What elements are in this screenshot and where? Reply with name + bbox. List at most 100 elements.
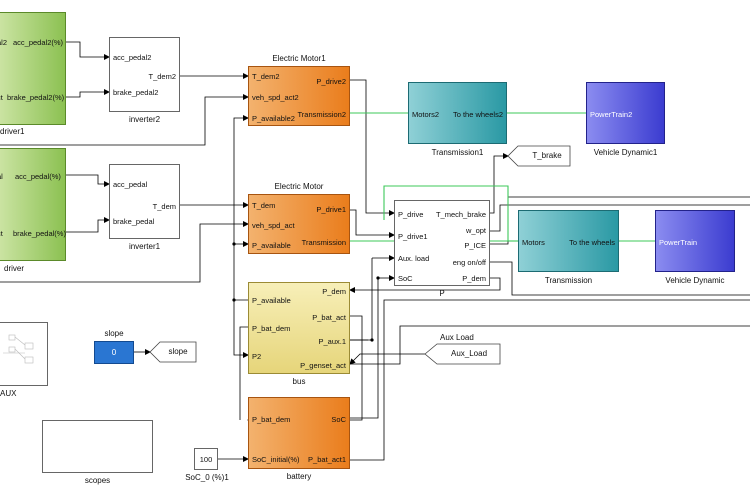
inverter2-block[interactable]: acc_pedal2 brake_pedal2 T_dem2: [109, 37, 180, 112]
port-label: P_drive1: [398, 232, 428, 241]
port-label: P_drive: [398, 210, 424, 219]
wire-p2[interactable]: [233, 300, 249, 358]
wire-veh-spd-act[interactable]: [0, 221, 249, 283]
transmission1-name: Transmission1: [431, 148, 484, 157]
wire-bus-bat[interactable]: [239, 326, 248, 420]
battery-name: battery: [286, 472, 312, 481]
port-label: brake_pedal: [113, 217, 155, 226]
port-label: Aux. load: [398, 254, 430, 263]
wire-aux-bus[interactable]: [350, 258, 373, 341]
port-label: P_ICE: [464, 241, 486, 250]
driver1-name: driver1: [0, 127, 25, 136]
port-label: veh_spd_act2: [252, 93, 299, 102]
port-label: brake_pedal2(%): [7, 93, 65, 102]
port-label: P_available: [252, 296, 291, 305]
transmission-name: Transmission: [544, 276, 593, 285]
port-label: P_genset_act: [300, 361, 346, 370]
port-label: PowerTrain: [659, 238, 698, 247]
port-label: T_dem: [152, 202, 176, 211]
wire-acc-pedal[interactable]: [66, 174, 110, 187]
battery-block[interactable]: P_bat_dem SoC_initial(%) SoC P_bat_act1: [248, 397, 350, 469]
port-label: P_drive1: [316, 205, 346, 214]
port-label: P_bat_act: [312, 313, 346, 322]
electric-motor1-block[interactable]: T_dem2 veh_spd_act2 P_available2 P_drive…: [248, 66, 350, 126]
port-label: w_opt: [465, 226, 486, 235]
soc0-name: SoC_0 (%)1: [185, 473, 229, 482]
controller-p-block[interactable]: P_drive P_drive1 Aux. load SoC T_mech_br…: [394, 200, 490, 286]
wire-p-drive2[interactable]: [350, 79, 395, 216]
port-label: PowerTrain2: [590, 110, 633, 119]
port-label: al2: [0, 38, 8, 47]
port-label: P_available: [252, 241, 291, 250]
port-label: P_aux.1: [318, 337, 346, 346]
driver-name: driver: [4, 264, 25, 273]
port-label: Transmission2: [297, 110, 347, 119]
aux-load-goto-label[interactable]: Aux_Load: [450, 349, 488, 358]
soc0-constant-block[interactable]: 100: [194, 448, 218, 470]
transmission-block[interactable]: Motors To the wheels: [518, 210, 619, 272]
port-label: SoC: [331, 415, 346, 424]
port-label: acc_pedal2(%): [13, 38, 64, 47]
port-label: T_mech_brake: [435, 210, 486, 219]
wire-p-available2[interactable]: [233, 115, 249, 244]
vehicle-dynamic1-name: Vehicle Dynamic1: [593, 148, 658, 157]
port-label: T_dem2: [252, 72, 280, 81]
slope-title: slope: [104, 329, 124, 338]
port-label: acc_pedal(%): [15, 172, 61, 181]
wire-soc-battery[interactable]: [350, 278, 379, 419]
port-label: brake_pedal2: [113, 88, 159, 97]
wire-p-dem[interactable]: [349, 277, 501, 293]
port-label: P_bat_dem: [252, 324, 291, 333]
port-label: To the wheels2: [452, 110, 503, 119]
wire-aux-load-goto[interactable]: [349, 353, 425, 365]
aux-mini-diagram: [3, 334, 34, 364]
aux-load-title: Aux Load: [440, 333, 474, 342]
wire-brake-pedal2[interactable]: [66, 89, 110, 98]
port-label: Transmission: [301, 238, 346, 247]
scopes-name: scopes: [84, 476, 111, 485]
port-label: To the wheels: [569, 238, 615, 247]
wire-p-bat-act1[interactable]: [350, 299, 750, 461]
motor-title: Electric Motor: [274, 182, 324, 191]
port-label: acc_pedal2: [113, 53, 152, 62]
port-label: eng on/off: [452, 258, 486, 267]
wire-p-drive1[interactable]: [350, 209, 395, 238]
slope-goto-label[interactable]: slope: [168, 347, 188, 356]
driver1-block[interactable]: al2 acc_pedal2(%) ct brake_pedal2(%): [0, 12, 66, 125]
driver-block[interactable]: al acc_pedal(%) ct brake_pedal(%): [0, 148, 66, 261]
motor1-title: Electric Motor1: [272, 54, 326, 63]
port-label: ct: [0, 229, 3, 238]
wire-genset[interactable]: [350, 325, 750, 365]
scopes-block[interactable]: [42, 420, 153, 473]
wire-brake-pedal[interactable]: [66, 217, 110, 233]
wire-bus-p-available[interactable]: [233, 244, 248, 301]
aux-block[interactable]: [0, 322, 48, 386]
inverter1-name: inverter1: [128, 242, 161, 251]
vehicle-dynamic-block[interactable]: PowerTrain: [655, 210, 735, 272]
wire-acc-pedal2[interactable]: [66, 41, 110, 60]
port-label: ct: [0, 93, 3, 102]
bus-name: bus: [292, 377, 306, 386]
port-label: P_dem: [462, 274, 486, 283]
soc0-value: 100: [199, 455, 213, 464]
slope-value: 0: [111, 348, 117, 357]
bus-block[interactable]: P_available P_bat_dem P2 P_dem P_bat_act…: [248, 282, 350, 374]
port-label: T_dem2: [148, 72, 176, 81]
port-label: P_drive2: [316, 77, 346, 86]
t-brake-goto-label[interactable]: T_brake: [532, 151, 562, 160]
transmission1-block[interactable]: Motors2 To the wheels2: [408, 82, 507, 144]
controller-name: P: [439, 289, 445, 298]
vehicle-dynamic1-block[interactable]: PowerTrain2: [586, 82, 665, 144]
port-label: P_available2: [252, 114, 295, 123]
wire-w-opt[interactable]: [490, 204, 750, 232]
wire-t-mech-brake[interactable]: [490, 153, 509, 214]
electric-motor-block[interactable]: T_dem veh_spd_act P_available P_drive1 T…: [248, 194, 350, 254]
inverter1-block[interactable]: acc_pedal brake_pedal T_dem: [109, 164, 180, 239]
wire-veh-spd-act2[interactable]: [0, 94, 249, 146]
wire-eng-onoff[interactable]: [490, 261, 750, 296]
port-label: al: [0, 172, 3, 181]
slope-constant-block[interactable]: 0: [94, 341, 134, 364]
port-label: Motors: [522, 238, 545, 247]
